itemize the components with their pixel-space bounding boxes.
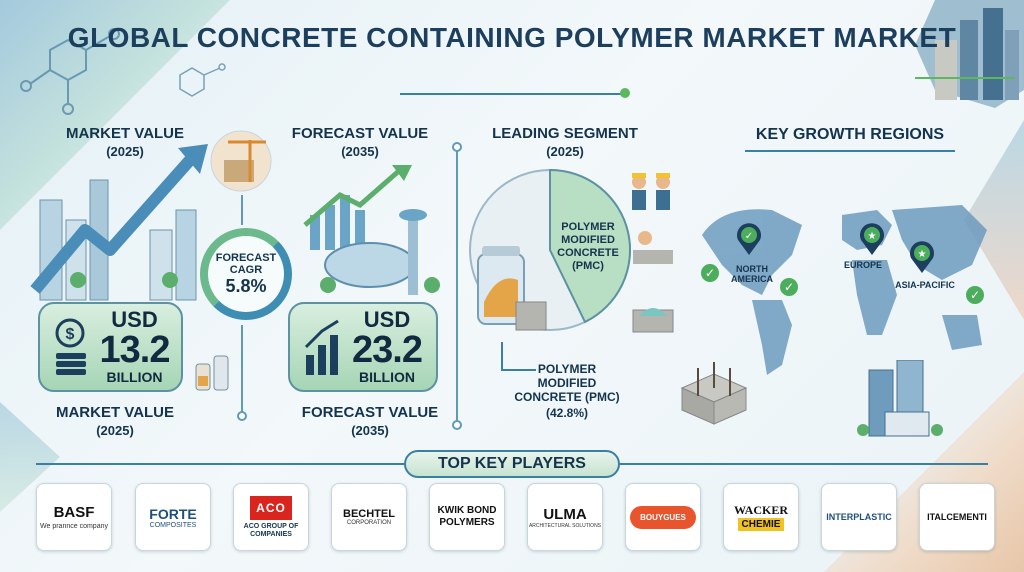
market-value-number: 13.2 [99, 329, 171, 371]
segment-caption: POLYMER MODIFIED CONCRETE (PMC) [514, 362, 620, 404]
construction-crane-icon [210, 130, 272, 192]
north-america-pin-icon: ✓ [737, 223, 761, 255]
forecast-value-footer-year: (2035) [351, 423, 389, 438]
north-america-check-icon-2: ✓ [780, 278, 798, 296]
section-divider [456, 148, 458, 424]
forecast-value-card: USD 23.2 BILLION [288, 302, 438, 392]
leading-segment-heading: LEADING SEGMENT [492, 125, 638, 142]
svg-text:★: ★ [918, 249, 927, 260]
bouygues-name: BOUYGUES [630, 505, 696, 529]
logo-italcementi: ITALCEMENTI [919, 483, 995, 551]
bechtel-sub: CORPORATION [346, 520, 392, 526]
world-map [702, 205, 987, 375]
forecast-value-heading: FORECAST VALUE [291, 125, 429, 142]
forecast-value-currency: USD [363, 307, 411, 332]
regions-heading: KEY GROWTH REGIONS [755, 126, 945, 143]
region-asia-pacific: ASIA-PACIFIC [895, 280, 955, 290]
segment-pie-chart [469, 168, 631, 331]
logo-kwik-bond: KWIK BOND POLYMERS [429, 483, 505, 551]
forte-name: FORTE [149, 505, 197, 522]
logo-wacker: WACKER CHEMIE [723, 483, 799, 551]
interplastic-name: INTERPLASTIC [826, 512, 892, 522]
market-value-footer-heading: MARKET VALUE [55, 404, 175, 421]
asia-pacific-pin-icon: ★ [910, 241, 934, 273]
north-america-check-icon: ✓ [701, 264, 719, 282]
city-growth-arrow-illustration [30, 144, 208, 301]
logo-bechtel: BECHTEL CORPORATION [331, 483, 407, 551]
italcementi-name: ITALCEMENTI [927, 512, 987, 522]
dollar-coins-icon: $ [55, 318, 86, 375]
ulma-sub: ARCHITECTURAL SOLUTIONS [528, 522, 602, 529]
worker-icons [632, 173, 674, 333]
divider-dot-bottom [452, 420, 462, 430]
svg-text:$: $ [65, 326, 74, 343]
players-heading: TOP KEY PLAYERS [404, 450, 620, 478]
svg-text:★: ★ [868, 231, 877, 242]
basf-tagline: We prannce company [40, 523, 108, 530]
cagr-connector-top [241, 195, 243, 225]
cagr-label: FORECAST CAGR [215, 251, 277, 276]
market-value-card: $ USD 13.2 BILLION [38, 302, 183, 392]
cagr-value: 5.8% [225, 275, 267, 296]
regions-underline [745, 150, 955, 152]
growth-bars-icon [304, 319, 339, 375]
cagr-connector-dot [237, 411, 247, 421]
skyscraper-hexagon-image [915, 0, 1024, 108]
asia-pacific-check-icon: ✓ [966, 286, 984, 304]
molecule-small-icon [179, 63, 226, 97]
forecast-value-year: (2035) [341, 144, 379, 159]
wacker-line1: WACKER [733, 503, 788, 517]
ulma-name: ULMA [543, 505, 587, 523]
region-europe: EUROPE [843, 260, 882, 270]
forecast-value-footer-heading: FORECAST VALUE [301, 404, 439, 421]
logo-basf: BASF We prannce company [36, 483, 112, 551]
aco-mark: ACO [250, 495, 292, 520]
divider-dot-top [452, 142, 462, 152]
logo-aco: ACO ACO GROUP OF COMPANIES [233, 483, 309, 551]
pie-segment-label: POLYMER MODIFIED CONCRETE (PMC) [557, 221, 619, 272]
market-value-heading: MARKET VALUE [65, 125, 185, 142]
europe-pin-icon: ★ [860, 223, 884, 255]
region-north-america: NORTH AMERICA [731, 264, 773, 284]
logo-interplastic: INTERPLASTIC [821, 483, 897, 551]
forte-sub: COMPOSITES [149, 521, 197, 529]
chemical-bottles-icon [195, 355, 229, 391]
basf-name: BASF [53, 504, 95, 521]
forecast-value-number: 23.2 [352, 329, 423, 371]
title-underline [400, 93, 624, 95]
pie-slice-pmc [549, 168, 631, 324]
market-value-year: (2025) [106, 144, 144, 159]
wacker-line2: CHEMIE [737, 518, 785, 531]
title-dot [620, 88, 630, 98]
kwik-name: KWIK BOND POLYMERS [437, 505, 497, 528]
cagr-connector-bottom [241, 325, 243, 413]
logo-forte: FORTE COMPOSITES [135, 483, 211, 551]
market-value-footer-year: (2025) [96, 423, 134, 438]
leading-segment-year: (2025) [546, 144, 584, 159]
aco-name: ACO GROUP OF COMPANIES [243, 522, 299, 538]
logo-ulma: ULMA ARCHITECTURAL SOLUTIONS [527, 483, 603, 551]
bechtel-name: BECHTEL [343, 508, 395, 520]
market-value-unit: BILLION [106, 369, 163, 385]
cagr-ring: FORECAST CAGR 5.8% [200, 228, 292, 320]
market-value-currency: USD [111, 307, 158, 332]
segment-pointer-line [501, 342, 536, 371]
forecast-city-illustration [303, 165, 440, 295]
office-buildings-icon [857, 360, 943, 437]
svg-text:✓: ✓ [745, 231, 753, 242]
rebar-concrete-icon [680, 362, 748, 425]
segment-share: (42.8%) [545, 406, 589, 420]
connector-line [915, 77, 1015, 79]
page-title: GLOBAL CONCRETE CONTAINING POLYMER MARKE… [67, 22, 957, 53]
forecast-value-unit: BILLION [359, 369, 415, 385]
logo-bouygues: BOUYGUES [625, 483, 701, 551]
molecule-icon [20, 28, 120, 115]
